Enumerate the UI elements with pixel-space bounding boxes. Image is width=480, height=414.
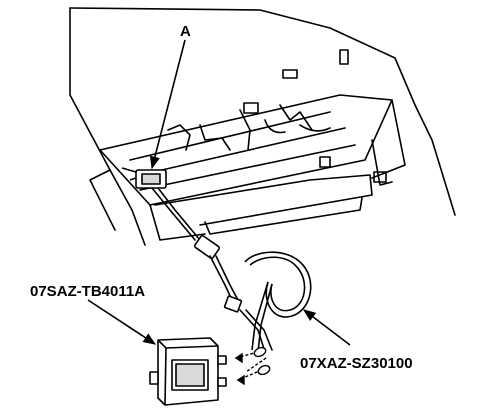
tester-box <box>149 337 227 406</box>
coiled-cable <box>244 251 312 353</box>
callout-tester-tool: 07SAZ-TB4011A <box>30 283 146 300</box>
connect-arrows <box>234 346 271 386</box>
leader-right-tool <box>302 309 351 346</box>
leader-a <box>149 39 186 170</box>
harness-cable <box>151 187 273 353</box>
leader-left-tool <box>87 299 157 345</box>
connector-a <box>121 167 167 189</box>
callout-connector-a: A <box>180 23 191 40</box>
callout-harness-tool: 07XAZ-SZ30100 <box>300 355 413 372</box>
dashboard-panel <box>69 7 456 246</box>
